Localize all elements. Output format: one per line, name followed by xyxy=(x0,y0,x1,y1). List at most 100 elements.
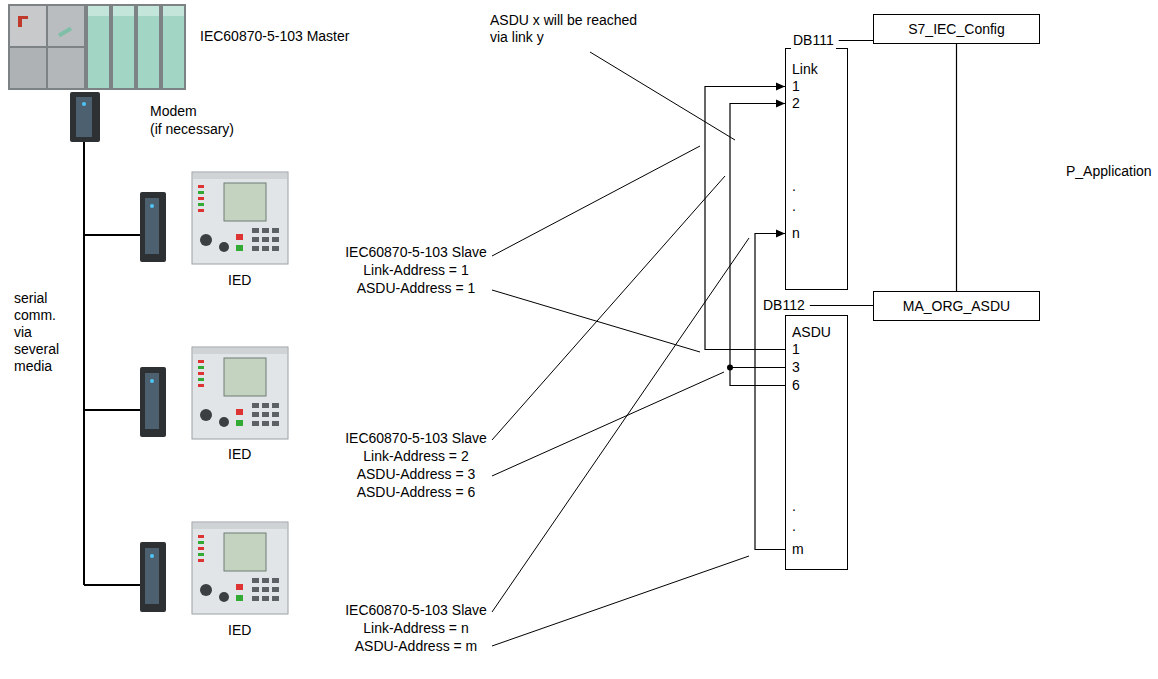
device-label: Modem xyxy=(150,103,197,120)
io-module xyxy=(113,6,134,88)
arrowhead xyxy=(776,230,785,238)
leader-line xyxy=(590,52,735,140)
serial-bus xyxy=(83,142,85,585)
cpu-panel xyxy=(10,48,46,88)
cpu-panel xyxy=(48,48,84,88)
block-entry: . xyxy=(792,518,796,535)
block-entry: n xyxy=(792,225,800,242)
cpu-panel xyxy=(48,6,84,46)
connector-label: P_Application xyxy=(1064,163,1154,180)
address-label: ASDU-Address = 6 xyxy=(316,484,516,501)
device-label: IED xyxy=(228,272,251,289)
block-entry: ASDU xyxy=(792,324,831,341)
relay-led xyxy=(198,197,204,200)
relay-key xyxy=(252,237,259,242)
device-label: IED xyxy=(228,622,251,639)
address-label: Link-Address = 1 xyxy=(316,262,516,279)
ied-station xyxy=(84,522,288,614)
block-entry: . xyxy=(792,198,796,215)
block-entry: m xyxy=(792,541,804,558)
module-top xyxy=(163,6,184,16)
modem-body xyxy=(140,192,166,262)
modem-led xyxy=(82,102,86,106)
modem-front xyxy=(76,97,92,137)
slave-title: IEC60870-5-103 Slave xyxy=(316,602,516,619)
junction-dot xyxy=(727,365,733,371)
relay-housing xyxy=(192,172,288,264)
connector xyxy=(810,305,873,306)
relay-led xyxy=(198,203,204,206)
relay-key xyxy=(252,228,259,233)
io-module xyxy=(88,6,109,88)
relay-top xyxy=(193,173,287,179)
relay-key xyxy=(252,246,259,251)
relay-key xyxy=(272,228,279,233)
device-label: IED xyxy=(228,446,251,463)
arrowhead xyxy=(776,83,785,91)
relay-led xyxy=(198,185,204,188)
function-block: MA_ORG_ASDU xyxy=(873,291,1040,321)
data-block: DB112ASDU136..m xyxy=(785,315,848,570)
address-label: ASDU-Address = 3 xyxy=(316,466,516,483)
leader-line xyxy=(492,372,724,476)
relay-led xyxy=(198,191,204,194)
relay-knob xyxy=(200,234,212,246)
device-label: (if necessary) xyxy=(150,121,234,138)
module-top xyxy=(138,6,159,16)
leader-line xyxy=(492,238,749,612)
status-led xyxy=(18,16,22,27)
block-heading: DB111 xyxy=(791,32,836,49)
leader-line xyxy=(492,290,700,352)
relay-button xyxy=(236,245,243,251)
relay-key xyxy=(262,246,269,251)
module-top xyxy=(113,6,134,16)
leader-line xyxy=(492,556,749,646)
block-entry: 1 xyxy=(792,78,800,95)
bus-branch xyxy=(84,234,140,236)
callout-note: ASDU x will be reached via link y xyxy=(490,12,650,46)
connector xyxy=(755,230,785,550)
connector xyxy=(727,100,785,386)
block-entry: 6 xyxy=(792,377,800,394)
function-block: S7_IEC_Config xyxy=(873,14,1040,44)
rack-frame xyxy=(8,4,186,90)
relay-key xyxy=(272,237,279,242)
connector-line xyxy=(730,104,785,386)
medium-note: serial comm. via several media xyxy=(14,290,66,375)
address-label: Link-Address = n xyxy=(316,620,516,637)
address-label: ASDU-Address = m xyxy=(316,638,516,655)
arrowhead xyxy=(776,100,785,108)
modem-front xyxy=(145,198,159,254)
ied-station xyxy=(84,347,288,439)
block-entry: 2 xyxy=(792,95,800,112)
slave-title: IEC60870-5-103 Slave xyxy=(316,430,516,447)
connector-line xyxy=(730,367,785,368)
connector-line xyxy=(755,234,785,550)
address-label: ASDU-Address = 1 xyxy=(316,280,516,297)
leader-line xyxy=(492,176,725,440)
key-switch xyxy=(58,27,72,37)
cpu-panel xyxy=(10,6,46,46)
plc-rack xyxy=(8,4,186,90)
block-entry: 1 xyxy=(792,341,800,358)
block-heading: DB112 xyxy=(761,297,807,314)
master-modem xyxy=(70,92,100,142)
io-module xyxy=(138,6,159,88)
relay-button xyxy=(236,234,243,240)
block-entry: Link xyxy=(792,61,818,78)
address-label: Link-Address = 2 xyxy=(316,448,516,465)
connector xyxy=(839,40,873,41)
block-entry: 3 xyxy=(792,359,800,376)
relay-key xyxy=(272,246,279,251)
connector xyxy=(956,44,957,291)
connector-line xyxy=(839,40,873,41)
block-entry: . xyxy=(792,178,796,195)
module-top xyxy=(88,6,109,16)
relay-key xyxy=(262,228,269,233)
data-block: DB111Link12..n xyxy=(785,48,848,290)
connector-line xyxy=(956,44,957,291)
box-label: S7_IEC_Config xyxy=(908,21,1005,38)
